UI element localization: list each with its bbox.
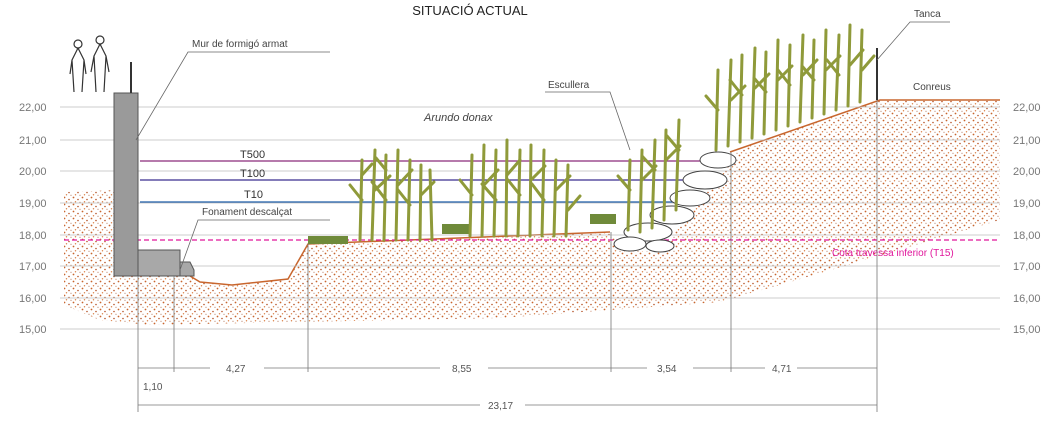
drawing-title: SITUACIÓ ACTUAL — [412, 3, 528, 18]
elevation-labels-left: 22,00 21,00 20,00 19,00 18,00 17,00 16,0… — [19, 102, 47, 336]
callout-leaders — [135, 21, 950, 271]
wall-footing — [137, 249, 181, 277]
wall-callout: Mur de formigó armat — [192, 39, 288, 50]
elev-left-label: 18,00 — [19, 230, 47, 242]
elev-right-label: 21,00 — [1013, 135, 1041, 147]
riprap-callout: Escullera — [548, 80, 590, 91]
fields-callout: Conreus — [913, 82, 951, 93]
riprap-blocks — [613, 151, 737, 253]
elev-right-label: 15,00 — [1013, 324, 1041, 336]
elev-right-label: 22,00 — [1013, 102, 1041, 114]
elev-left-label: 15,00 — [19, 324, 47, 336]
ground-line — [189, 231, 611, 286]
elev-right-label: 16,00 — [1013, 293, 1041, 305]
crossing-level-label: Cota travessa inferior (T15) — [832, 248, 954, 259]
elev-right-label: 19,00 — [1013, 198, 1041, 210]
people-icon — [69, 35, 110, 93]
dimension-total-label: 23,17 — [488, 401, 513, 412]
elev-left-label: 20,00 — [19, 166, 47, 178]
footing-step — [179, 261, 195, 277]
level-label-t100: T100 — [240, 168, 265, 180]
elev-right-label: 20,00 — [1013, 166, 1041, 178]
shrubs — [308, 214, 616, 244]
soil-profile — [64, 100, 1000, 325]
elev-left-label: 21,00 — [19, 135, 47, 147]
dimension-label: 3,54 — [657, 364, 677, 375]
level-label-t500: T500 — [240, 149, 265, 161]
elev-right-label: 18,00 — [1013, 230, 1041, 242]
elev-left-label: 19,00 — [19, 198, 47, 210]
bank-line — [729, 99, 1000, 153]
fence-callout: Tanca — [914, 9, 941, 20]
elev-right-label: 17,00 — [1013, 261, 1041, 273]
cane-vegetation — [348, 23, 876, 242]
dimension-label: 4,27 — [226, 364, 246, 375]
dimension-lines — [138, 367, 877, 406]
level-label-t10: T10 — [244, 189, 263, 201]
concrete-wall — [113, 92, 139, 277]
dimension-label: 8,55 — [452, 364, 472, 375]
dimension-ticks — [137, 100, 878, 412]
elev-left-label: 17,00 — [19, 261, 47, 273]
elev-left-label: 16,00 — [19, 293, 47, 305]
dimension-label: 1,10 — [143, 382, 163, 393]
vegetation-label: Arundo donax — [423, 112, 493, 124]
elevation-labels-right: 22,00 21,00 20,00 19,00 18,00 17,00 16,0… — [1013, 102, 1041, 336]
dimension-label: 4,71 — [772, 364, 792, 375]
elev-left-label: 22,00 — [19, 102, 47, 114]
footing-callout: Fonament descalçat — [202, 207, 292, 218]
